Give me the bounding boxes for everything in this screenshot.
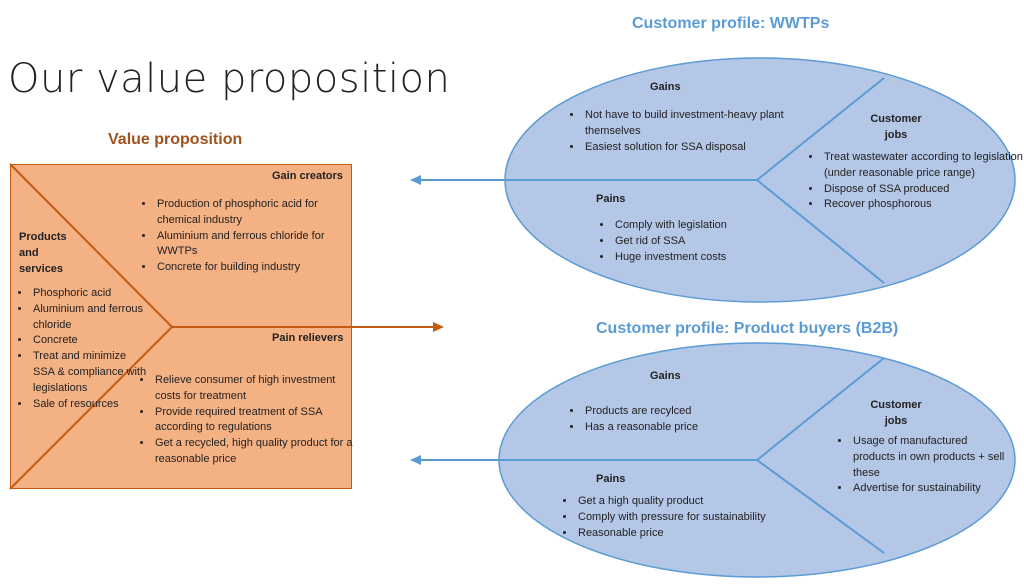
wwtp-divider-top [756, 77, 885, 181]
list-item: Usage of manufactured products in own pr… [851, 434, 1011, 481]
list-item: Reasonable price [576, 526, 821, 542]
list-item: Production of phosphoric acid for chemic… [155, 197, 360, 229]
b2b-profile-heading: Customer profile: Product buyers (B2B) [596, 320, 899, 337]
list-item: Concrete [31, 333, 149, 349]
wwtp-pains-list: Comply with legislation Get rid of SSA H… [599, 218, 773, 265]
list-item: Comply with legislation [613, 218, 773, 234]
pain-relievers-list: Relieve consumer of high investment cost… [139, 373, 363, 468]
list-item: Has a reasonable price [583, 420, 753, 436]
list-item: Easiest solution for SSA disposal [583, 140, 793, 156]
list-item: Recover phosphorous [822, 197, 1024, 213]
products-services-label: Products and services [19, 231, 67, 275]
pain-relievers-label: Pain relievers [272, 332, 344, 344]
list-item: Aluminium and ferrous chloride for WWTPs [155, 229, 360, 261]
wwtp-gains-list: Not have to build investment-heavy plant… [569, 108, 793, 155]
wwtp-arrow-head [410, 175, 421, 185]
b2b-divider-top [756, 357, 885, 461]
list-item: Products are recylced [583, 404, 753, 420]
b2b-divider-bottom [756, 459, 885, 554]
list-item: Relieve consumer of high investment cost… [153, 373, 363, 405]
list-item: Huge investment costs [613, 250, 773, 266]
vp-divider-bottom [9, 326, 173, 490]
list-item: Get a high quality product [576, 494, 821, 510]
slide-title: Our value proposition [8, 56, 451, 102]
list-item: Treat wastewater according to legislatio… [822, 150, 1024, 182]
value-proposition-heading: Value proposition [108, 131, 243, 148]
b2b-jobs-list: Usage of manufactured products in own pr… [837, 434, 1011, 497]
wwtp-divider-bottom [756, 179, 885, 284]
list-item: Aluminium and ferrous chloride [31, 302, 149, 334]
list-item: Provide required treatment of SSA accord… [153, 405, 363, 437]
list-item: Advertise for sustainability [851, 481, 1011, 497]
list-item: Comply with pressure for sustainability [576, 510, 821, 526]
list-item: Dispose of SSA produced [822, 182, 1024, 198]
gain-creators-label: Gain creators [272, 170, 343, 182]
b2b-arrow-head [410, 455, 421, 465]
list-item: Get a recycled, high quality product for… [153, 436, 363, 468]
wwtp-pains-label: Pains [596, 193, 626, 205]
b2b-gains-label: Gains [650, 370, 681, 382]
list-item: Phosphoric acid [31, 286, 149, 302]
wwtp-profile-heading: Customer profile: WWTPs [632, 15, 830, 32]
wwtp-jobs-list: Treat wastewater according to legislatio… [808, 150, 1024, 213]
vp-divider-top [9, 163, 173, 328]
list-item: Concrete for building industry [155, 260, 360, 276]
b2b-pains-list: Get a high quality product Comply with p… [562, 494, 821, 541]
b2b-jobs-label: Customer jobs [870, 399, 922, 427]
list-item: Not have to build investment-heavy plant… [583, 108, 793, 140]
b2b-gains-list: Products are recylced Has a reasonable p… [569, 404, 753, 436]
vp-arrow-head [433, 322, 444, 332]
list-item: Get rid of SSA [613, 234, 773, 250]
b2b-pains-label: Pains [596, 473, 626, 485]
products-services-list: Phosphoric acid Aluminium and ferrous ch… [17, 286, 149, 412]
list-item: Treat and minimize SSA & compliance with… [31, 349, 149, 396]
list-item: Sale of resources [31, 397, 149, 413]
wwtp-jobs-label: Customer jobs [870, 113, 922, 141]
gain-creators-list: Production of phosphoric acid for chemic… [141, 197, 360, 276]
wwtp-gains-label: Gains [650, 81, 681, 93]
